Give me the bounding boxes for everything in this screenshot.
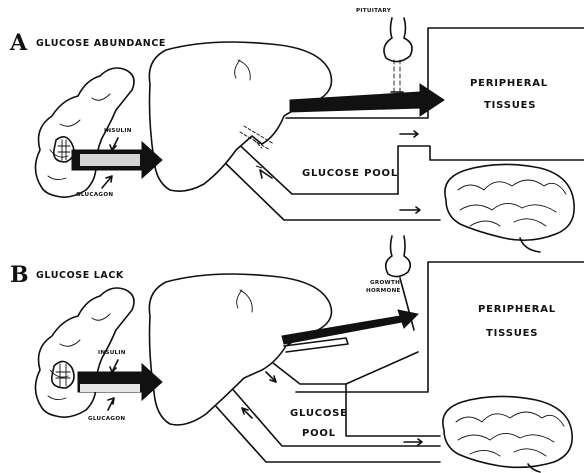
- pancreas-to-liver-arrow-b: [78, 364, 162, 400]
- glucose-pool-b-line2: POOL: [302, 428, 336, 439]
- panel-a-letter: A: [9, 30, 28, 56]
- glucagon-label-b: GLUCAGON: [88, 416, 125, 422]
- panel-a: A GLUCOSE ABUNDANCE PITUITARY PERIPHERAL…: [9, 8, 584, 252]
- brain-b: [443, 396, 572, 472]
- glucose-pool-b-line1: GLUCOSE: [290, 408, 348, 419]
- glucagon-label-a: GLUCAGON: [76, 192, 113, 198]
- pituitary-label: PITUITARY: [356, 8, 392, 14]
- panel-b-title: GLUCOSE LACK: [36, 270, 124, 281]
- peripheral-tissues-a-line2: TISSUES: [484, 100, 536, 111]
- glucose-pool-a-label: GLUCOSE POOL: [302, 168, 398, 179]
- panel-b: B GLUCOSE LACK GROWTH HORMONE PERIPHERAL…: [10, 236, 584, 472]
- insulin-label-a: INSULIN: [104, 128, 132, 134]
- panel-a-title: GLUCOSE ABUNDANCE: [36, 38, 166, 49]
- peripheral-tissues-b-line1: PERIPHERAL: [478, 304, 556, 315]
- panel-b-letter: B: [10, 262, 29, 288]
- peripheral-tissues-a-line1: PERIPHERAL: [470, 78, 548, 89]
- brain-a: [445, 164, 574, 252]
- insulin-label-b: INSULIN: [98, 350, 126, 356]
- peripheral-tissues-b-line2: TISSUES: [486, 328, 538, 339]
- growth-hormone-line1: GROWTH: [370, 280, 400, 286]
- growth-hormone-line2: HORMONE: [366, 288, 401, 294]
- pituitary-gland-a: PITUITARY: [356, 8, 412, 97]
- glucose-pool-a: GLUCOSE POOL: [214, 131, 440, 220]
